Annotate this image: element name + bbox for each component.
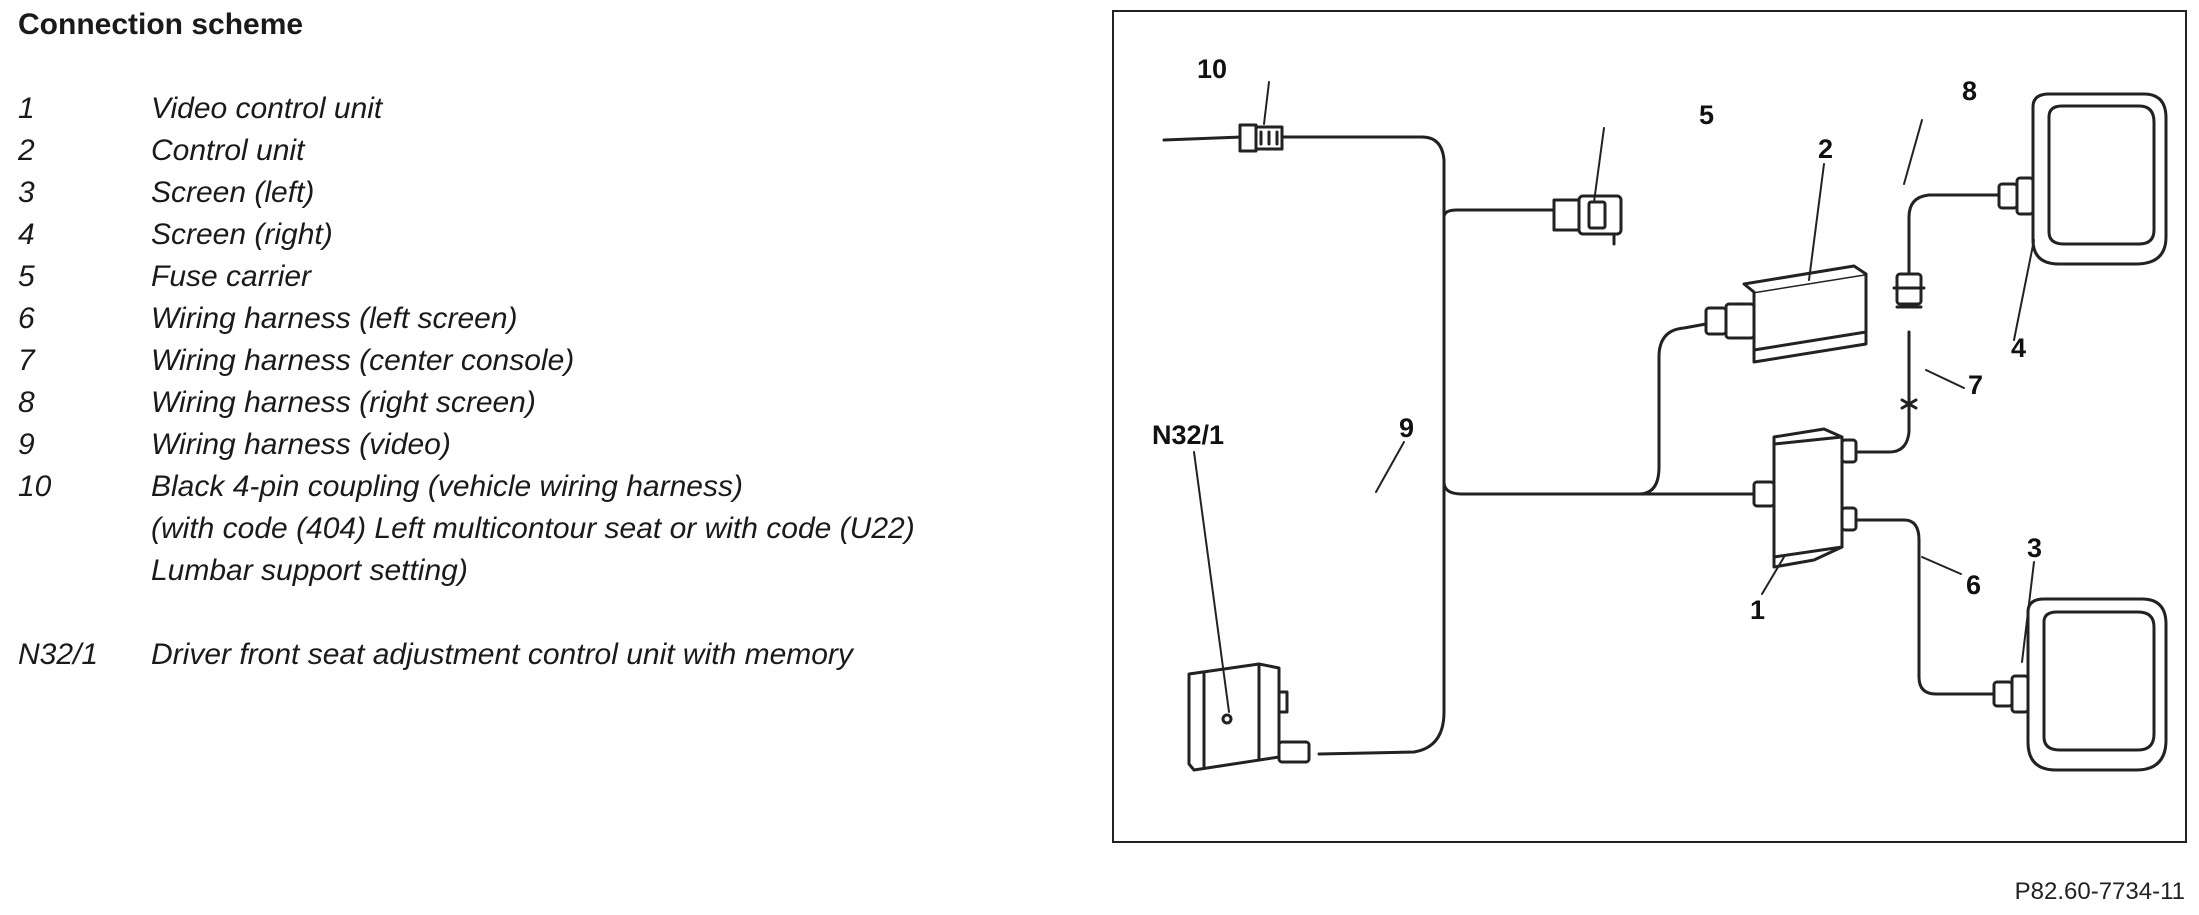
wiring-diagram: 10 5 2 8 4 7 9 1 6 3 N32/1 — [1112, 10, 2187, 843]
legend-item: 8 Wiring harness (right screen) — [18, 382, 1078, 424]
callout-5: 5 — [1699, 100, 1714, 130]
legend-desc: Screen (left) — [151, 176, 315, 209]
wiring-harness-video — [1317, 208, 1756, 756]
page-title: Connection scheme — [18, 8, 304, 41]
legend-item: 4 Screen (right) — [18, 214, 1078, 256]
callout-6: 6 — [1966, 570, 1981, 600]
legend-key: 10 — [18, 470, 52, 503]
callout-n32-1: N32/1 — [1152, 420, 1224, 450]
legend-item: 6 Wiring harness (left screen) — [18, 298, 1078, 340]
callout-7: 7 — [1968, 370, 1983, 400]
callout-1: 1 — [1750, 595, 1765, 625]
legend-key: 6 — [18, 302, 35, 335]
legend-item: 2 Control unit — [18, 130, 1078, 172]
legend-key: N32/1 — [18, 638, 99, 671]
legend-desc: Lumbar support setting) — [151, 554, 468, 587]
legend-desc: Driver front seat adjustment control uni… — [151, 638, 853, 671]
callout-3: 3 — [2027, 533, 2042, 563]
legend-key: 1 — [18, 92, 35, 125]
callout-2: 2 — [1818, 134, 1833, 164]
legend-desc: Wiring harness (video) — [151, 428, 451, 461]
legend-desc: Video control unit — [151, 92, 383, 125]
legend-key: 9 — [18, 428, 35, 461]
legend-desc: Black 4-pin coupling (vehicle wiring har… — [151, 470, 743, 503]
legend-desc: Control unit — [151, 134, 305, 167]
legend-item: 9 Wiring harness (video) — [18, 424, 1078, 466]
legend-key: 5 — [18, 260, 35, 293]
legend-item: 10 Black 4-pin coupling (vehicle wiring … — [18, 466, 1078, 592]
callout-9: 9 — [1399, 413, 1414, 443]
callout-4: 4 — [2011, 333, 2026, 363]
control-unit-2 — [1704, 264, 1868, 364]
screen-right-4 — [1997, 92, 2168, 266]
wiring-harness-left-screen — [1847, 518, 1996, 696]
wiring-harness-center-console — [1847, 193, 2001, 454]
coupling-10 — [1238, 123, 1284, 153]
callout-10: 10 — [1197, 54, 1227, 84]
callout-8: 8 — [1962, 76, 1977, 106]
legend-item: 5 Fuse carrier — [18, 256, 1078, 298]
document-reference: P82.60-7734-11 — [2014, 878, 2185, 905]
legend-item: 7 Wiring harness (center console) — [18, 340, 1078, 382]
legend-item: 3 Screen (left) — [18, 172, 1078, 214]
legend-key: 3 — [18, 176, 35, 209]
legend-key: 2 — [18, 134, 35, 167]
wiring-harness-vehicle — [1162, 135, 1446, 484]
legend-key: 4 — [18, 218, 35, 251]
legend-desc: Fuse carrier — [151, 260, 312, 293]
legend-desc: (with code (404) Left multicontour seat … — [151, 512, 915, 545]
legend-desc: Screen (right) — [151, 218, 333, 251]
legend-item: 1 Video control unit — [18, 88, 1078, 130]
legend-key: 7 — [18, 344, 35, 377]
screen-left-3 — [1992, 597, 2168, 772]
legend-list: 1 Video control unit 2 Control unit 3 Sc… — [18, 88, 1078, 676]
driver-seat-control-unit-n32-1 — [1187, 662, 1311, 772]
legend-desc: Wiring harness (left screen) — [151, 302, 518, 335]
leader-lines — [1193, 81, 2035, 713]
connector-7 — [1892, 272, 1926, 410]
legend-desc: Wiring harness (right screen) — [151, 386, 536, 419]
legend-desc: Wiring harness (center console) — [151, 344, 575, 377]
fuse-carrier-5 — [1552, 194, 1623, 246]
legend-key: 8 — [18, 386, 35, 419]
video-control-unit-1 — [1752, 427, 1858, 569]
legend-item: N32/1 Driver front seat adjustment contr… — [18, 634, 1078, 676]
